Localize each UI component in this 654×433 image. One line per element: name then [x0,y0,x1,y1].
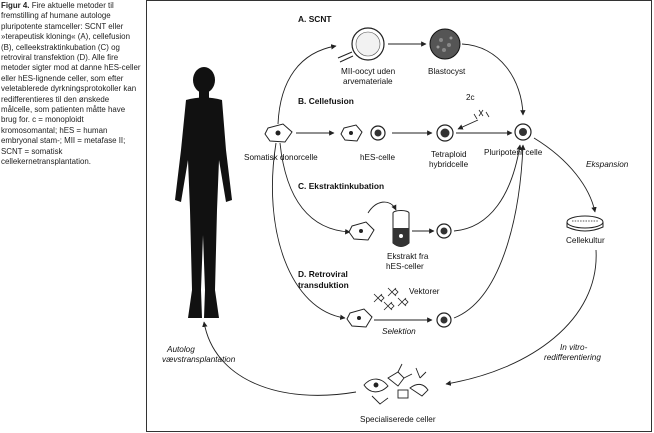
fusion-pair-icon [340,124,386,142]
arrow-expansion [533,137,597,213]
arrow-somatic-to-retroviral [272,142,346,320]
section-b-label: B. Cellefusion [298,96,354,106]
extract-label-line1: Ekstrakt fra [387,252,429,261]
blastocyst-label: Blastocyst [428,67,466,76]
reprogrammed-cell-d-icon [436,312,452,328]
caption-lead: Figur 4. [1,1,30,10]
mii-label-line2: arvemateriale [343,77,393,86]
selektion-label: Selektion [382,327,416,336]
cell-culture-dish-icon [566,215,604,232]
arrow-c-to-pluripotent [453,144,522,232]
blastocyst-icon [429,28,461,60]
arrow-somatic-to-extract [279,142,351,235]
arrow-in-vitro [445,249,597,386]
pluripotent-label: Pluripotent celle [484,148,543,157]
mii-oocyte-icon [337,27,385,63]
human-figure-icon [175,67,232,318]
vektorer-label: Vektorer [409,287,440,296]
figure-caption: Figur 4. Fire aktuelle metoder til frems… [1,1,141,168]
arrow-blastocyst-to-pluripotent [461,43,526,116]
reprogrammed-cell-c-icon [436,223,452,239]
extract-tube-icon [392,210,410,247]
two-c-label: 2c [466,93,475,102]
tetraploid-label-line2: hybridcelle [429,160,469,169]
vectors-icon [373,287,409,311]
extract-label-line2: hES-celler [386,262,424,271]
hes-cell-label: hES-celle [360,153,395,162]
arrow-somatic-to-oocyte [277,44,337,125]
section-d-label-line1: D. Retroviral [298,269,348,279]
expansion-label: Ekspansion [586,160,629,169]
chromosomes-icon [473,109,490,120]
arrow-extract-to-cell [367,201,397,214]
tetraploid-hybrid-cell-icon [436,124,454,142]
in-vitro-label-line1: In vitro- [560,343,588,352]
pluripotent-cell-icon [514,123,532,141]
section-a-label: A. SCNT [298,14,332,24]
specialised-cells-label: Specialiserede celler [360,415,436,424]
somatic-donor-label: Somatisk donorcelle [244,153,318,162]
somatic-cell-c-icon [348,221,375,241]
cellekultur-label: Cellekultur [566,236,605,245]
autolog-label-line2: vævstransplantation [162,355,236,364]
caption-body: Fire aktuelle metoder til fremstilling a… [1,1,141,167]
specialised-cells-icon [363,363,429,405]
arrow-d-to-pluripotent [453,144,526,319]
somatic-donor-cell-icon [264,123,293,143]
section-c-label: C. Ekstraktinkubation [298,181,384,191]
tetraploid-label-line1: Tetraploid [431,150,467,159]
somatic-cell-d-icon [346,308,373,328]
mii-label-line1: MII-oocyt uden [341,67,396,76]
arrow-2c-removal [457,119,479,130]
arrow-autologous-transplant [202,321,357,396]
in-vitro-label-line2: redifferentiering [544,353,601,362]
autolog-label-line1: Autolog [166,345,195,354]
section-d-label-line2: transduktion [298,280,349,290]
